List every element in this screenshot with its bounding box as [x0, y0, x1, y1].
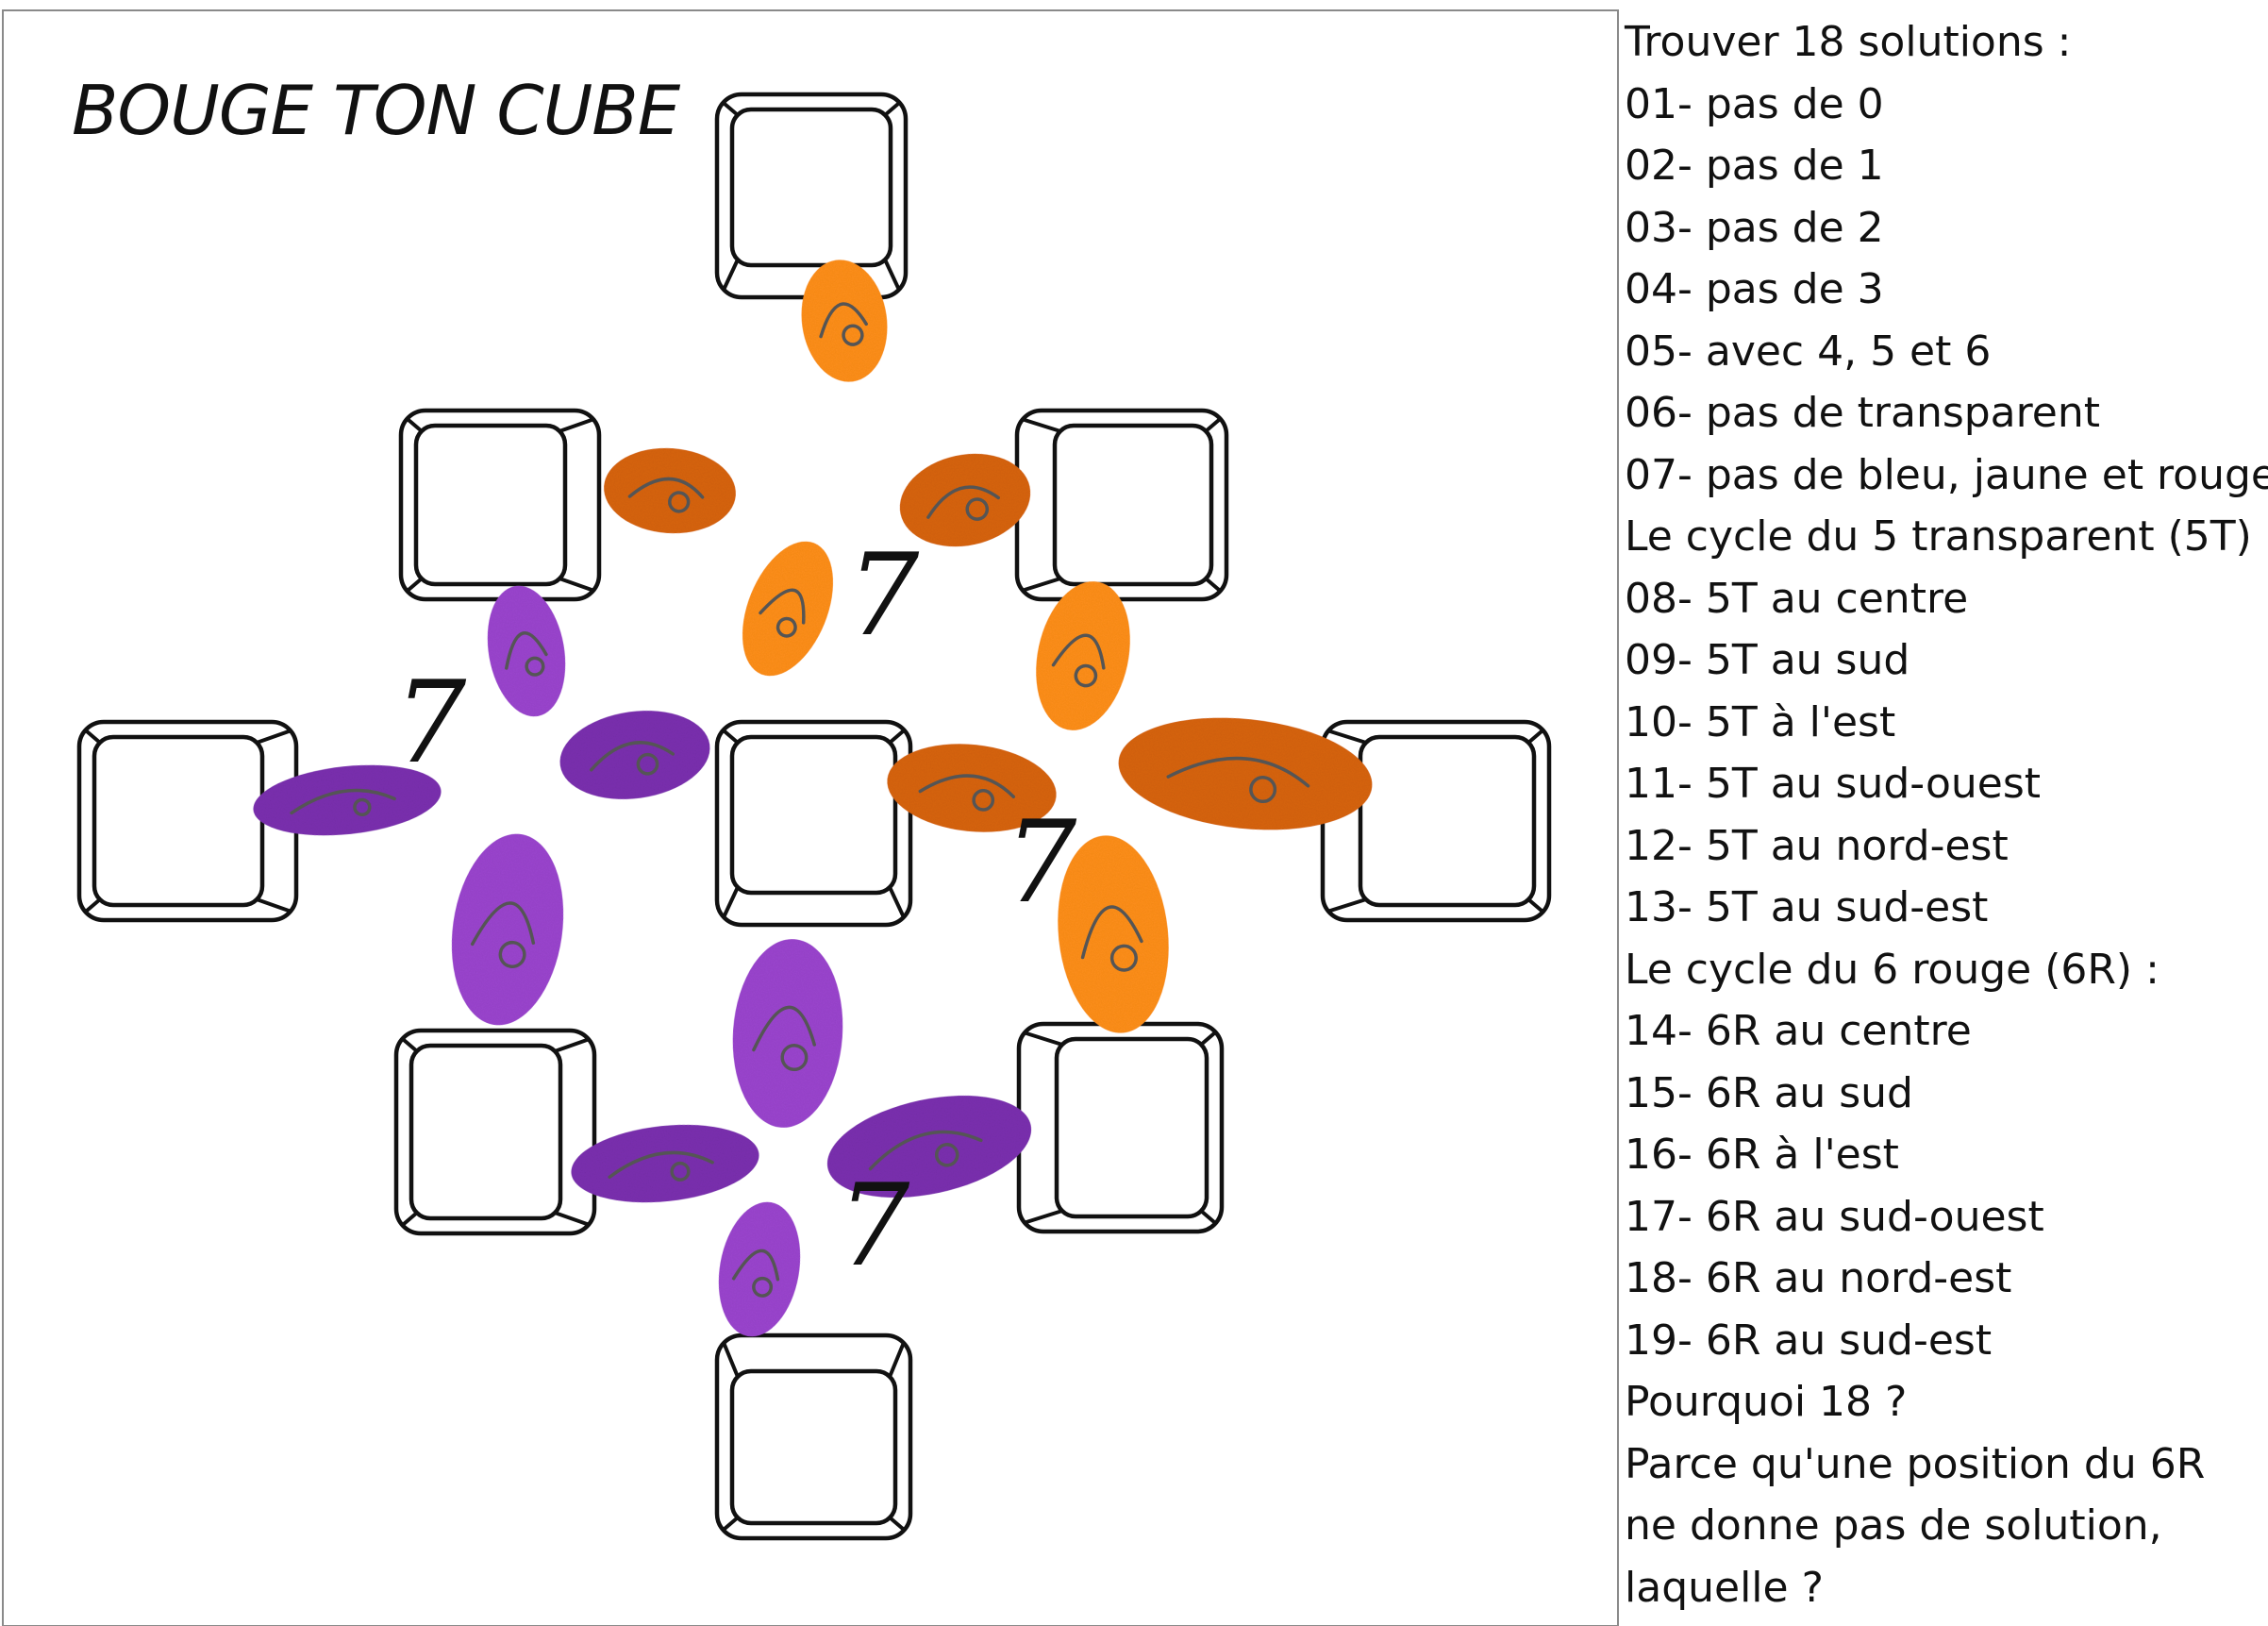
- cube-center: [714, 719, 913, 928]
- cube-bottom: [714, 1333, 913, 1541]
- instruction-line: 04- pas de 3: [1625, 265, 1884, 313]
- petal: [253, 764, 442, 836]
- instruction-line: 02- pas de 1: [1625, 142, 1884, 190]
- petal: [1058, 835, 1169, 1033]
- instruction-line: Le cycle du 5 transparent (5T) :: [1625, 512, 2268, 561]
- instruction-line: Trouver 18 solutions :: [1625, 18, 2072, 66]
- instruction-line: 18- 6R au nord-est: [1625, 1254, 2012, 1302]
- clover-west: 7: [253, 585, 710, 1026]
- petal: [1118, 717, 1373, 830]
- clover-east: 7: [887, 581, 1373, 1033]
- cube-right: [1320, 719, 1552, 923]
- petal: [742, 541, 834, 677]
- instruction-line: 09- 5T au sud: [1625, 636, 1910, 684]
- instruction-line: 16- 6R à l'est: [1625, 1131, 1899, 1179]
- instructions-panel: Trouver 18 solutions : 01- pas de 0 02- pa…: [1625, 11, 2268, 1618]
- instruction-line: Parce qu'une position du 6R: [1625, 1439, 2206, 1488]
- instruction-line: 05- avec 4, 5 et 6: [1625, 327, 1992, 376]
- petal: [826, 1096, 1032, 1198]
- instruction-line: 08- 5T au centre: [1625, 574, 1969, 623]
- instruction-line: 14- 6R au centre: [1625, 1007, 1972, 1055]
- instruction-line: 19- 6R au sud-est: [1625, 1316, 1993, 1365]
- clovers-layer: 7 7 7 7: [253, 260, 1373, 1337]
- cube-left: [76, 719, 299, 923]
- instruction-line: 17- 6R au sud-ouest: [1625, 1192, 2044, 1241]
- instruction-line: 15- 6R au sud: [1625, 1068, 1913, 1117]
- petal: [487, 585, 566, 717]
- cubes-layer: [76, 92, 1552, 1541]
- petal: [571, 1124, 759, 1203]
- clover-north: 7: [604, 260, 1031, 677]
- clover-number: 7: [394, 658, 467, 789]
- cube-upper-left: [398, 408, 602, 602]
- petal: [899, 453, 1031, 547]
- instruction-line: ne donne pas de solution,: [1625, 1501, 2162, 1550]
- instruction-line: 12- 5T au nord-est: [1625, 821, 2009, 870]
- cube-lower-right: [1016, 1021, 1225, 1234]
- instruction-line: 06- pas de transparent: [1625, 389, 2100, 437]
- petal: [1036, 581, 1130, 730]
- instruction-line: 13- 5T au sud-est: [1625, 883, 1989, 931]
- petal: [887, 744, 1057, 832]
- instruction-line: 03- pas de 2: [1625, 203, 1884, 252]
- instruction-line: Le cycle du 6 rouge (6R) :: [1625, 945, 2160, 994]
- cube-upper-right: [1014, 408, 1229, 602]
- instruction-line: 01- pas de 0: [1625, 79, 1884, 128]
- clover-number: 7: [1005, 797, 1077, 929]
- petal: [559, 711, 710, 799]
- petal: [801, 260, 888, 382]
- instruction-line: 11- 5T au sud-ouest: [1625, 760, 2042, 808]
- clover-number: 7: [838, 1161, 910, 1292]
- petal: [718, 1201, 801, 1337]
- instruction-line: Pourquoi 18 ?: [1625, 1378, 1908, 1426]
- petal: [451, 833, 564, 1026]
- instruction-line: laquelle ?: [1625, 1563, 1824, 1612]
- clover-number: 7: [847, 530, 920, 662]
- cube-top: [714, 92, 909, 300]
- board-title: BOUGE TON CUBE: [72, 71, 681, 150]
- cube-lower-left: [393, 1028, 597, 1236]
- instruction-line: 10- 5T à l'est: [1625, 697, 1896, 746]
- petal: [604, 447, 736, 534]
- clover-south: 7: [571, 939, 1032, 1337]
- instruction-line: 07- pas de bleu, jaune et rouge: [1625, 450, 2268, 499]
- petal: [732, 939, 843, 1128]
